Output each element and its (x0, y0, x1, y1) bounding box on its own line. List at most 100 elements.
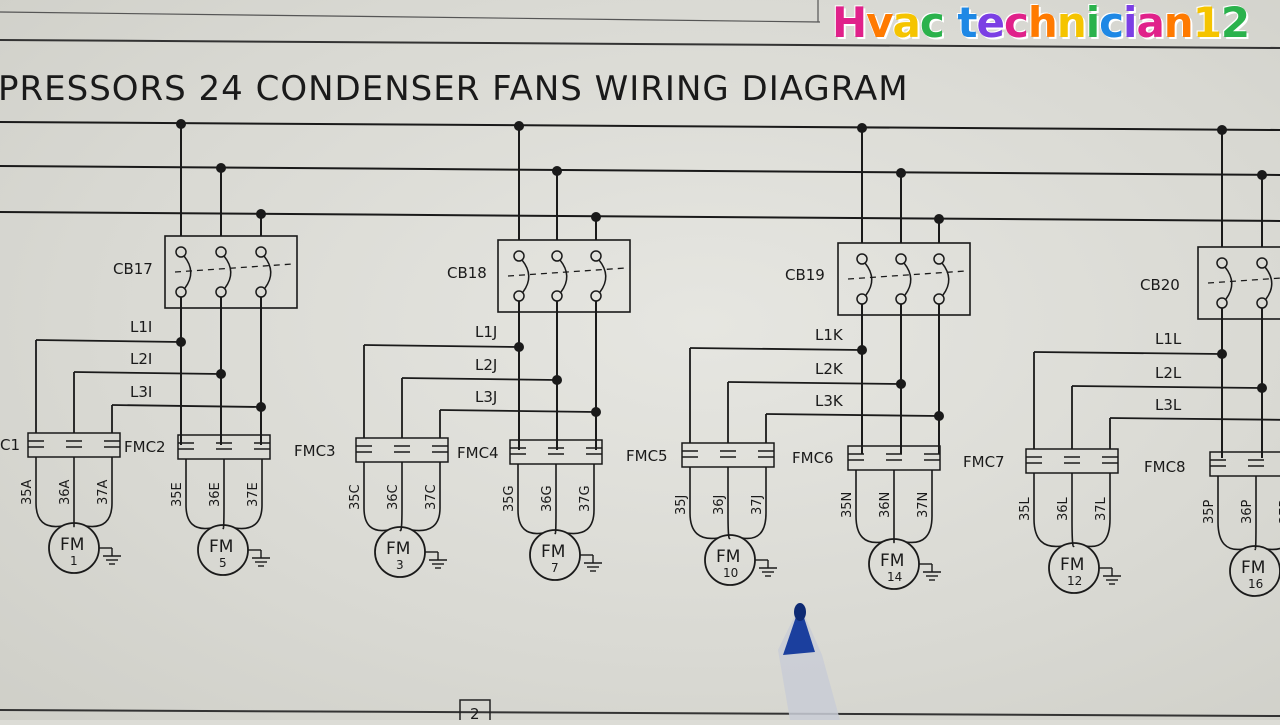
breaker-tie (174, 263, 294, 273)
wire-label-35c: 35C (348, 484, 363, 510)
wire-label-35j: 35J (674, 495, 689, 515)
junction-dot (934, 214, 944, 224)
breaker-contact (175, 246, 187, 258)
motor-label: FM (1060, 555, 1084, 575)
wire-label-37c: 37C (424, 484, 439, 510)
pen-tip (778, 603, 840, 720)
wire-label-37g: 37G (578, 485, 593, 512)
contactor-label: FMC5 (626, 447, 668, 465)
motor-lead (185, 459, 212, 530)
sheet-top-border (0, 39, 1280, 49)
breaker-contact (933, 293, 945, 305)
breaker-contact (856, 293, 868, 305)
motor-label: FM (880, 551, 904, 571)
motor-lead (566, 464, 595, 535)
breaker-contact (551, 250, 563, 262)
junction-dot (934, 411, 944, 421)
line-label-l3j: L3J (475, 388, 497, 406)
breaker-contact (590, 290, 602, 302)
junction-dot (1257, 383, 1267, 393)
motor-label: FM (716, 547, 740, 567)
sheet-inner-border (0, 11, 821, 23)
wire-label-35a: 35A (20, 479, 35, 505)
junction-dot (591, 212, 601, 222)
breaker-tie (1207, 277, 1280, 284)
breaker-contact (513, 290, 525, 302)
breaker-contact (1256, 297, 1268, 309)
wire-label-36j: 36J (712, 495, 727, 515)
contactor-box (1025, 448, 1119, 474)
breaker-pole (521, 259, 530, 293)
motor-lead (85, 457, 113, 528)
breaker-contact (215, 246, 227, 258)
breaker-contact (856, 253, 868, 265)
motor-label: FM (209, 537, 233, 557)
breaker-contact (590, 250, 602, 262)
wire-label-37j: 37J (750, 495, 765, 515)
breaker-box (164, 235, 298, 309)
motor-lead (741, 467, 767, 540)
motor-number: 1 (70, 554, 78, 568)
motor-number: 12 (1067, 574, 1082, 588)
junction-dot (216, 369, 226, 379)
breaker-contact (175, 286, 187, 298)
breaker-pole (941, 262, 950, 296)
channel-watermark: Hvac technician12 (832, 0, 1250, 47)
junction-dot (1257, 170, 1267, 180)
feeder-line (1109, 417, 1280, 421)
breaker-contact (895, 253, 907, 265)
motor-lead (1033, 473, 1063, 548)
contactor-label: FMC7 (963, 453, 1005, 471)
breaker-contact (1256, 257, 1268, 269)
motor-lead (689, 467, 719, 540)
junction-dot (176, 337, 186, 347)
motor-lead (1085, 473, 1111, 548)
wire-label-37l: 37L (1094, 496, 1109, 521)
feeder-line (111, 404, 262, 408)
junction-dot (896, 168, 906, 178)
wire-label-37p: 37P (1278, 499, 1280, 524)
junction-dot (857, 345, 867, 355)
breaker-pole (559, 259, 568, 293)
line-label-l1i: L1I (130, 318, 152, 336)
breaker-pole (903, 262, 912, 296)
bus-l2 (0, 165, 1280, 176)
contactor-label: C1 (0, 436, 20, 454)
motor-number: 10 (723, 566, 738, 580)
breaker-pole (1224, 266, 1233, 300)
breaker-label: CB18 (447, 264, 487, 282)
breaker-contact (551, 290, 563, 302)
line-label-l2l: L2L (1155, 364, 1182, 382)
wire-label-36l: 36L (1056, 496, 1071, 521)
junction-dot (256, 402, 266, 412)
junction-dot (1217, 349, 1227, 359)
motor-lead (905, 470, 933, 544)
line-label-l2i: L2I (130, 350, 152, 368)
page-marker: 2 (470, 705, 480, 720)
motor-lead (411, 462, 441, 532)
junction-dot (176, 119, 186, 129)
line-label-l1k: L1K (815, 326, 844, 344)
junction-dot (514, 121, 524, 131)
breaker-contact (1216, 257, 1228, 269)
motor-lead (1217, 476, 1244, 551)
breaker-contact (895, 293, 907, 305)
breaker-pole (864, 262, 873, 296)
fan-motor-3: FM3 (374, 526, 447, 578)
bus-l1 (0, 121, 1280, 131)
motor-number: 3 (396, 558, 404, 572)
breaker-contact (933, 253, 945, 265)
